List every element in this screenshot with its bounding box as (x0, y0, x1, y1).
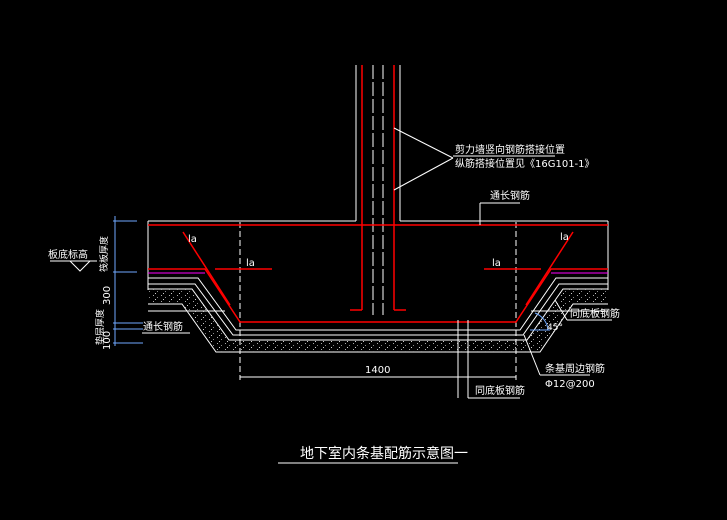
cushion-dimension: 100 (102, 331, 113, 350)
cushion-thickness-label: 垫层厚度 (94, 309, 106, 345)
perimeter-spec: Φ12@200 (545, 379, 595, 390)
same-as-slab-label-1: 同底板钢筋 (570, 307, 620, 320)
drawing-title: 地下室内条基配筋示意图一 (300, 445, 468, 462)
la-right: la (492, 258, 501, 269)
concrete-cushion (148, 289, 608, 352)
depth-dimension: 300 (102, 286, 113, 305)
rebars (148, 65, 608, 323)
footing-outline (148, 222, 608, 380)
la-diag-left: la (188, 234, 197, 245)
la-left: la (246, 258, 255, 269)
slab-elevation-label: 板底标高 (48, 248, 88, 261)
leader-lines (50, 127, 612, 464)
slab-thickness-label: 筏板厚度 (98, 236, 110, 272)
dimension-lines (113, 216, 550, 378)
wall-note-1: 剪力墙竖向钢筋搭接位置 (455, 143, 565, 156)
same-as-slab-label-2: 同底板钢筋 (475, 384, 525, 397)
wall-note-2: 纵筋搭接位置见《16G101-1》 (455, 157, 595, 170)
top-continuous-label: 通长钢筋 (490, 189, 530, 202)
width-dimension: 1400 (365, 365, 390, 376)
angle-label: 45° (547, 323, 563, 333)
wall-outline (147, 65, 609, 315)
bottom-continuous-label: 通长钢筋 (143, 320, 183, 333)
perimeter-bars-label: 条基周边钢筋 (545, 362, 605, 375)
la-diag-right: la (560, 232, 569, 243)
